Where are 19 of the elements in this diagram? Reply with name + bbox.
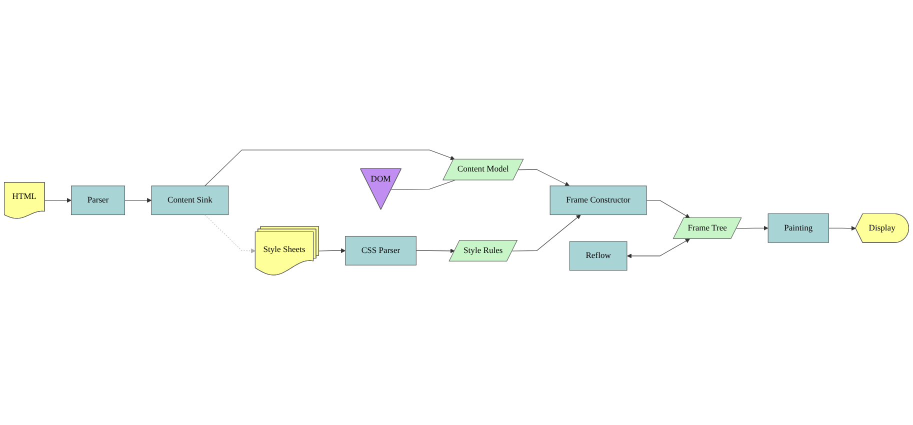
arrow	[204, 214, 256, 254]
arrow	[626, 238, 690, 258]
arrow	[44, 198, 72, 203]
arrow	[736, 226, 768, 230]
arrow	[512, 214, 581, 252]
arrow	[124, 198, 152, 203]
connector	[390, 180, 456, 190]
node-box: Parser	[71, 186, 125, 216]
arrow	[646, 200, 690, 218]
arrow	[416, 248, 455, 254]
arrow	[204, 150, 456, 186]
arrow	[518, 169, 570, 186]
arrow	[318, 248, 346, 254]
node-box: Content Sink	[151, 186, 229, 216]
arrow	[828, 226, 856, 231]
node-box: CSS Parser	[345, 236, 416, 266]
node-box: Painting	[768, 213, 829, 243]
node-box: Reflow	[569, 241, 628, 271]
node-box: Frame Constructor	[550, 186, 647, 216]
